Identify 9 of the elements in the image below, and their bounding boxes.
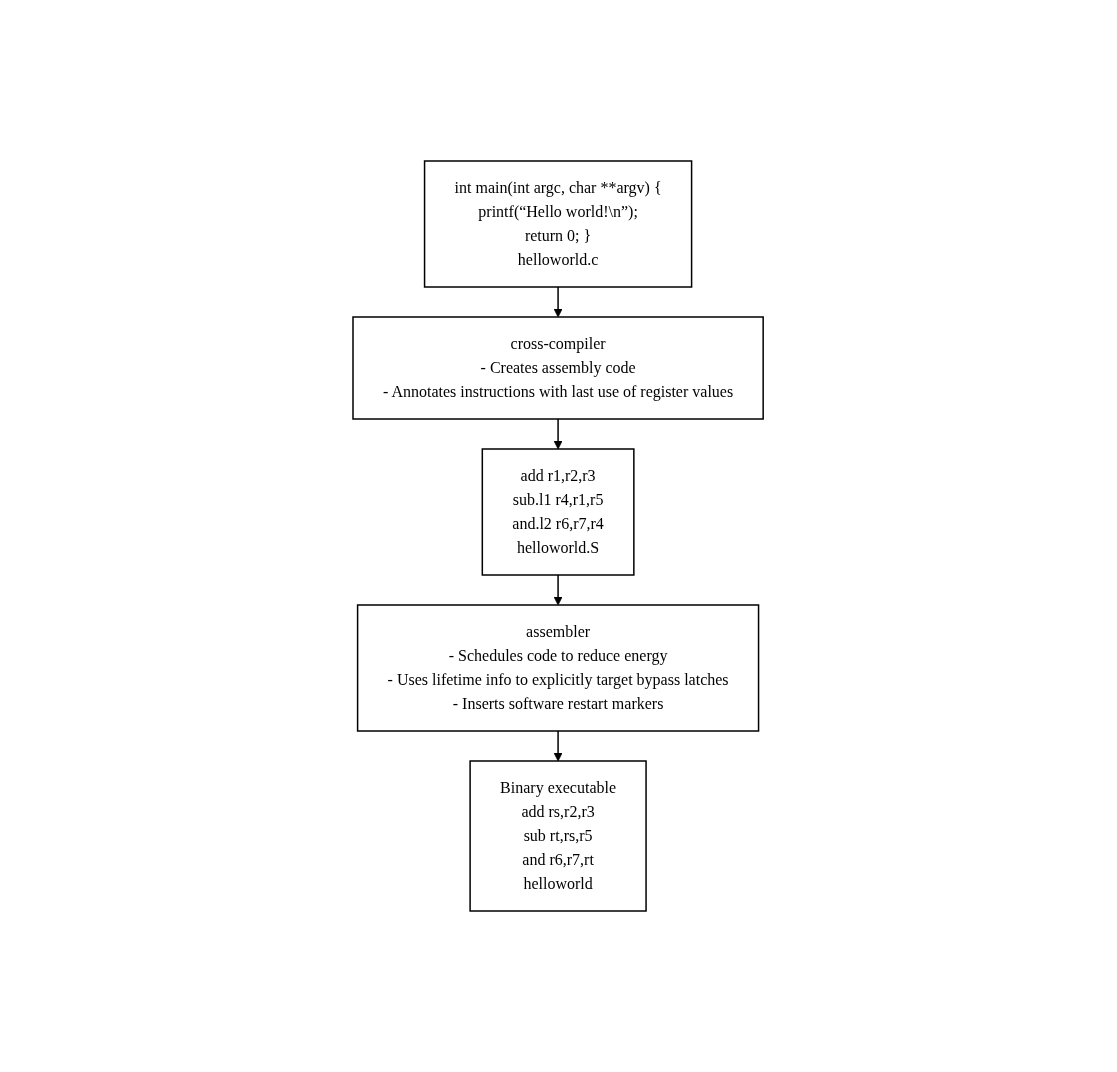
node-box: cross-compiler - Creates assembly code - Annotates instructions with last use of register values: [352, 316, 765, 420]
node-box: assembler - Schedules code to reduce energy - Uses lifetime info to explicitly target bypass latches - Inserts software restart markers: [357, 604, 760, 732]
node-box: add r1,r2,r3 sub.l1 r4,r1,r5 and.l2 r6,r7,r4 helloworld.S: [482, 448, 635, 576]
arrow: [554, 418, 563, 450]
arrow: [554, 286, 563, 318]
arrow: [554, 730, 563, 762]
node-box: Binary executable add rs,r2,r3 sub rt,rs,r5 and r6,r7,rt helloworld: [469, 760, 648, 912]
node-box: int main(int argc, char **argv) { printf(“Hello world!\n”); return 0; } helloworld.c: [424, 160, 693, 288]
arrow: [554, 574, 563, 606]
